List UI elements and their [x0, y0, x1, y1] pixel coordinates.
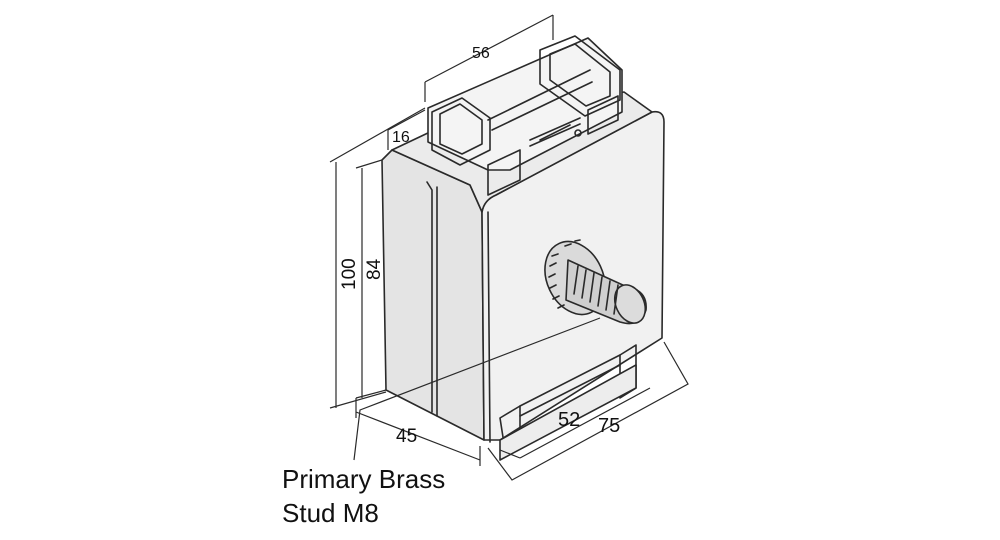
terminal-right-plate — [587, 95, 619, 135]
base-rail — [519, 354, 621, 417]
terminal-slot — [539, 124, 571, 141]
callout-line-1: Primary Brass — [282, 464, 445, 494]
dim-label-overall-width: 75 — [598, 415, 620, 437]
terminal-left-clamp — [431, 97, 491, 166]
terminal-screw — [574, 129, 582, 137]
dim-label-overall-height: 100 — [339, 258, 360, 290]
dim-line-body-height — [355, 159, 387, 399]
stud-threads — [573, 265, 619, 315]
dim-label-top-width: 56 — [472, 45, 490, 62]
stud-end — [613, 284, 647, 324]
dim-label-base-width: 52 — [558, 409, 580, 431]
knurl-lines — [548, 239, 581, 309]
terminal-right-clamp — [539, 35, 621, 117]
dim-line-overall-height — [329, 107, 426, 409]
dim-label-top-depth: 16 — [392, 129, 410, 146]
terminal-front-plate — [487, 149, 521, 196]
terminal-block — [427, 37, 623, 171]
terminal-center-bar — [487, 69, 593, 147]
terminal-right-clamp-inner — [549, 43, 611, 107]
dim-line-base-width — [499, 387, 651, 459]
dim-label-body-height: 84 — [364, 258, 385, 280]
body-front-edge — [487, 211, 491, 443]
dim-line-top-depth — [387, 109, 426, 150]
callout-leader — [353, 317, 601, 461]
body-side-seam — [426, 181, 438, 417]
dim-line-depth — [355, 398, 481, 466]
base-underside — [499, 364, 637, 461]
terminal-left-clamp-inner — [439, 103, 483, 155]
dim-line-overall-width — [487, 341, 689, 481]
dim-line-top-width — [424, 14, 554, 102]
dim-label-depth: 45 — [396, 426, 417, 447]
callout-line-2: Stud M8 — [282, 498, 379, 528]
body-left-face — [381, 149, 485, 441]
